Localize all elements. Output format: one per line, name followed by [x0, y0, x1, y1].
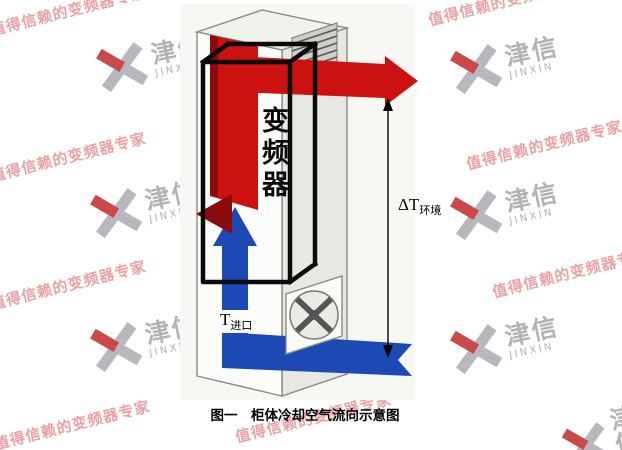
hot-air-flow: [196, 35, 418, 234]
jinxin-x-icon: [90, 188, 143, 239]
ambient-delta-symbol: ΔT: [398, 195, 420, 214]
ambient-delta-subscript: 环境: [419, 205, 442, 218]
watermark-text: 值得信赖的变频器专家: [490, 245, 622, 302]
intake-fan: [285, 275, 343, 355]
cold-air-up-arrow: [213, 207, 257, 246]
jinxin-x-icon: [450, 324, 503, 375]
cold-air-intake-duct: [222, 332, 412, 376]
hot-air-return-arrow: [196, 194, 232, 234]
ambient-delta-label: ΔT环境: [398, 195, 441, 218]
inlet-temp-subscript: 进口: [230, 320, 253, 333]
hot-air-riser-shade: [210, 35, 218, 197]
watermark-text: 值得信赖的变频器专家: [0, 129, 149, 186]
watermark-text: 值得信赖的变频器专家: [0, 257, 149, 314]
inlet-temp-symbol: T: [220, 310, 231, 329]
watermark-text: 值得信赖的变频器专家: [0, 0, 149, 40]
delta-t-arrow: [383, 98, 393, 358]
jinxin-x-icon: [96, 42, 149, 93]
hot-air-exhaust-duct: [235, 56, 385, 98]
jinxin-x-icon: [450, 190, 503, 241]
inverter-label: 变频器: [257, 106, 288, 202]
figure-caption: 图一 柜体冷却空气流向示意图: [210, 408, 400, 424]
inverter-wireframe: [199, 40, 319, 286]
hot-air-exhaust-arrow: [385, 56, 418, 106]
cold-air-riser: [222, 244, 248, 356]
jinxin-x-icon: [450, 44, 503, 95]
watermark-text: 值得信赖的变频器专家: [464, 117, 622, 174]
inlet-temp-label: T进口: [218, 310, 255, 334]
watermark-text: 值得信赖的变频器专家: [0, 397, 153, 450]
jinxin-x-icon: [561, 422, 610, 450]
cooling-diagram: [180, 4, 418, 400]
jinxin-x-icon: [90, 322, 143, 373]
